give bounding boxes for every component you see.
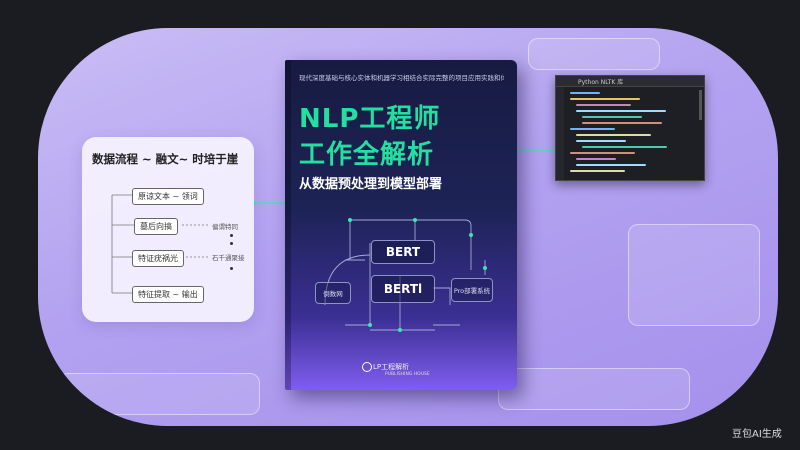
code-line: [582, 146, 667, 148]
flow-dot: [230, 267, 233, 270]
decorative-ghost-card: [628, 224, 760, 326]
book-spine: [285, 60, 291, 390]
code-line: [570, 98, 640, 100]
flow-title: 数据流程 ~ 融文~ 时培于崖: [92, 152, 239, 166]
flow-side-label: 偏谓特同: [212, 223, 238, 231]
flow-node: 原谅文本 ~ 领词: [132, 188, 204, 205]
bert-box-mid: BERTl: [371, 275, 435, 303]
code-editor-window: Python NLTK 库: [555, 75, 705, 181]
code-line: [582, 122, 662, 124]
book-top-text: 现代深度基础与核心实体和机器学习相结合实际完整的项目应用实践和体系结合: [299, 74, 504, 82]
book-subtitle: 从数据预处理到模型部署: [299, 177, 443, 192]
diagram-left-box: 倒数网: [315, 282, 351, 304]
code-title-bar: Python NLTK 库: [556, 76, 704, 87]
watermark: 豆包AI生成: [732, 429, 782, 440]
flow-dot: [230, 242, 233, 245]
book-title-line1: NLP工程师: [299, 104, 441, 134]
decorative-ghost-card: [58, 373, 260, 415]
flow-node: 特征提取 ~ 输出: [132, 286, 204, 303]
code-line: [582, 116, 642, 118]
flow-side-label: 石千通聚接: [212, 254, 245, 262]
code-line: [576, 164, 646, 166]
flow-dot: [230, 234, 233, 237]
code-line: [570, 152, 635, 154]
code-gutter: [556, 87, 564, 180]
decorative-ghost-card: [528, 38, 660, 70]
flow-tree-lines: [111, 194, 210, 294]
flow-node: 特证疣祸光: [132, 250, 184, 267]
book-cover: 现代深度基础与核心实体和机器学习相结合实际完整的项目应用实践和体系结合 NLP工…: [285, 60, 517, 390]
book-title-line2: 工作全解析: [299, 140, 435, 170]
code-line: [570, 92, 600, 94]
code-line: [576, 158, 616, 160]
code-line: [576, 104, 631, 106]
book-diagram-lines: [324, 218, 487, 332]
publisher-name: LP工程解析: [373, 363, 410, 371]
code-line: [576, 134, 651, 136]
code-line: [570, 170, 625, 172]
bert-box-top: BERT: [371, 240, 435, 264]
diagram-right-box: Pro部署系统: [451, 278, 493, 302]
decorative-ghost-card: [498, 368, 690, 410]
code-scrollbar[interactable]: [699, 90, 702, 120]
publisher-logo-icon: [362, 362, 372, 372]
code-line: [576, 110, 666, 112]
flow-card: 数据流程 ~ 融文~ 时培于崖 原谅文本 ~ 领词 墓后向搞 特证疣祸光 特征提…: [82, 137, 254, 322]
code-line: [576, 140, 626, 142]
code-line: [570, 128, 615, 130]
flow-node: 墓后向搞: [134, 218, 178, 235]
code-window-title: Python NLTK 库: [578, 79, 624, 86]
publisher-sub: PUBLISHING HOUSE: [385, 372, 430, 377]
